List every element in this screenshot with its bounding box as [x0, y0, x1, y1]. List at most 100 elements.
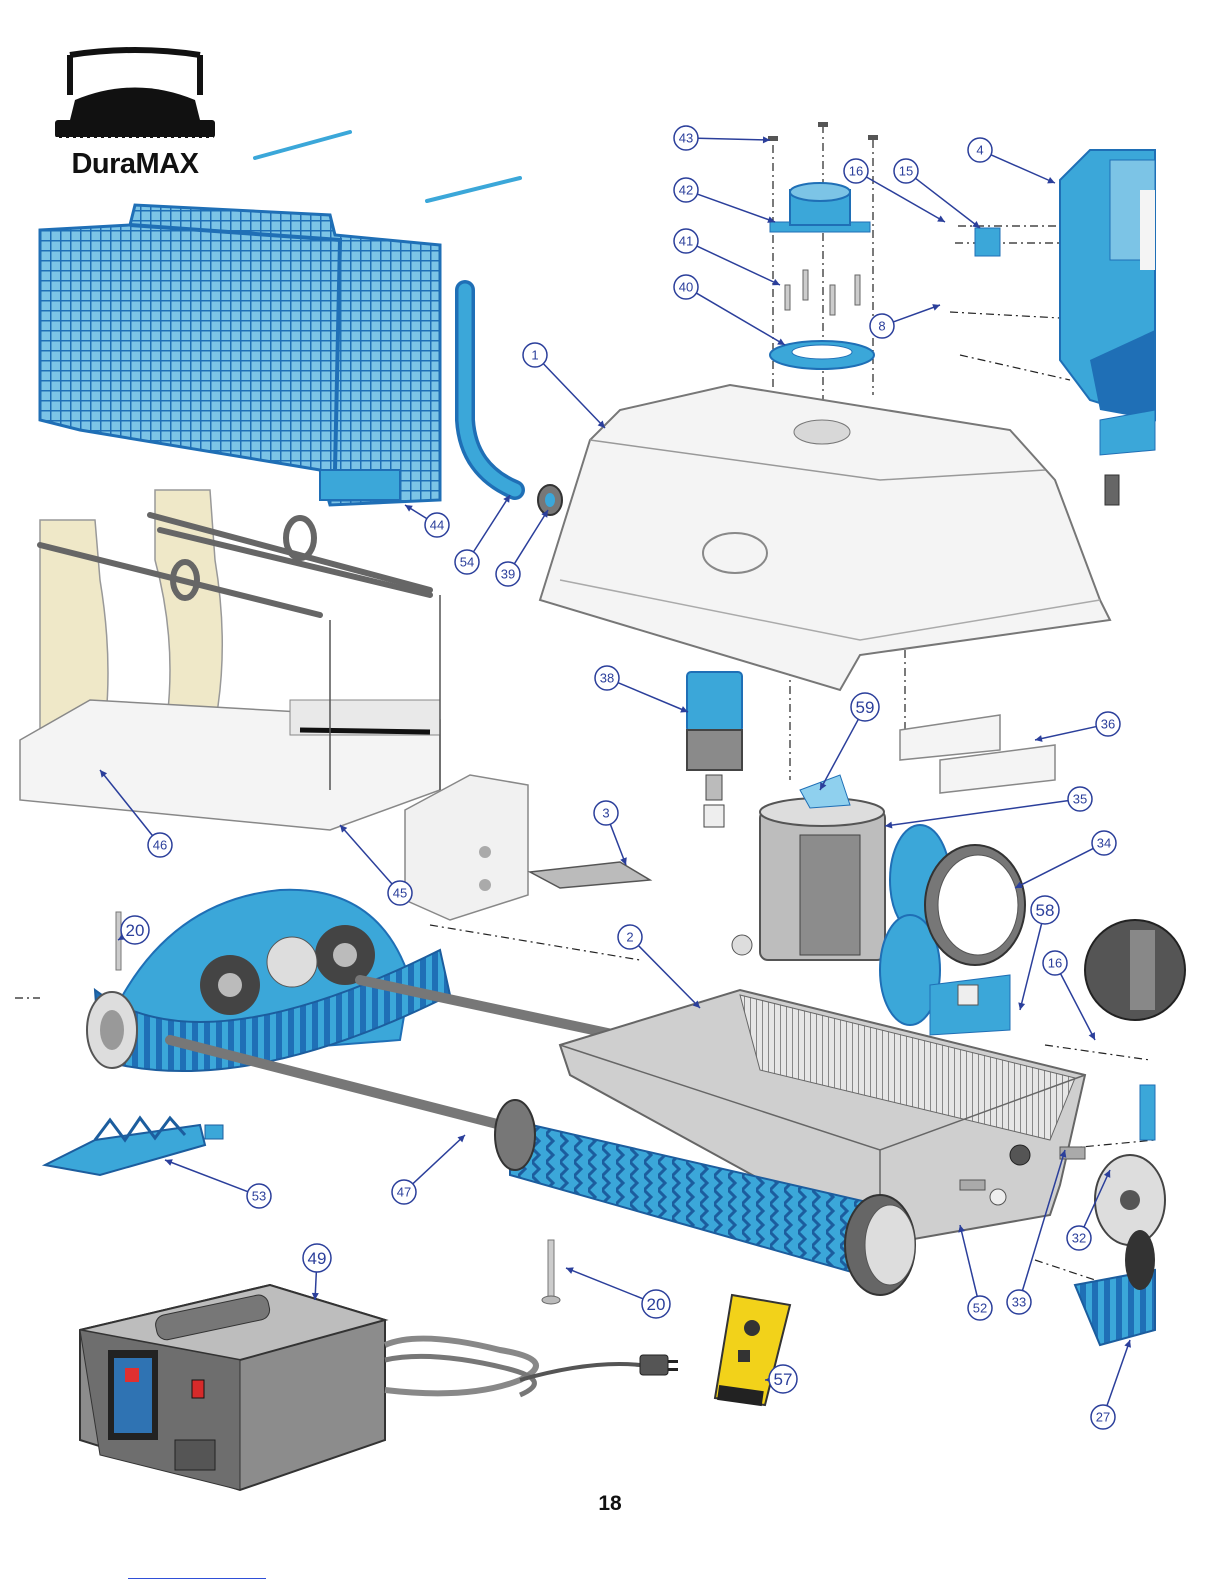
callout-label: 47: [397, 1185, 411, 1200]
callout-45: 45: [340, 825, 412, 905]
leader-line: [697, 194, 775, 222]
callout-label: 33: [1012, 1295, 1026, 1310]
callout-label: 40: [679, 280, 693, 295]
leader-arrowhead: [1124, 1340, 1131, 1348]
callout-label: 44: [430, 518, 444, 533]
callout-label: 45: [393, 886, 407, 901]
brand-logo: DuraMAX: [50, 40, 220, 190]
callout-59: 59: [820, 693, 879, 790]
callout-label: 38: [600, 671, 614, 686]
callout-43: 43: [674, 126, 770, 150]
callout-label: 32: [1072, 1231, 1086, 1246]
callout-label: 16: [849, 164, 863, 179]
callout-8: 8: [870, 304, 940, 338]
callout-52: 52: [958, 1225, 992, 1320]
callout-34: 34: [1015, 831, 1116, 888]
callout-35: 35: [885, 787, 1092, 829]
callout-label: 16: [1048, 956, 1062, 971]
filter-basket: [40, 205, 440, 505]
callout-49: 49: [303, 1244, 331, 1300]
leader-line: [543, 364, 605, 428]
leader-line: [340, 825, 392, 884]
leader-line: [991, 155, 1055, 183]
basket-rods: [255, 132, 520, 201]
callout-label: 41: [679, 234, 693, 249]
pump-motor: [687, 672, 742, 827]
callout-label: 42: [679, 183, 693, 198]
callout-3: 3: [594, 801, 627, 865]
callout-label: 2: [626, 930, 633, 945]
leader-line: [165, 1160, 248, 1192]
callout-label: 1: [531, 348, 538, 363]
roller-brush-small: [45, 1118, 223, 1175]
robot-cleaner-icon: [50, 40, 220, 150]
leader-line: [893, 305, 940, 322]
callout-label: 54: [460, 555, 474, 570]
brand-name: DuraMAX: [50, 148, 220, 181]
callout-36: 36: [1035, 712, 1120, 742]
callout-label: 53: [252, 1189, 266, 1204]
page-number: 18: [580, 1492, 640, 1516]
callout-20: 20: [118, 916, 149, 944]
callout-40: 40: [674, 275, 785, 345]
leader-line: [413, 1135, 465, 1184]
callout-54: 54: [455, 495, 510, 574]
callout-1: 1: [523, 343, 605, 428]
callout-label: 58: [1036, 901, 1055, 920]
leader-line: [696, 293, 785, 345]
leader-line: [1015, 848, 1093, 888]
callout-20: 20: [566, 1267, 670, 1318]
callout-label: 3: [602, 806, 609, 821]
callout-label: 39: [501, 567, 515, 582]
callout-label: 35: [1073, 792, 1087, 807]
callout-47: 47: [392, 1135, 465, 1204]
callout-label: 27: [1096, 1410, 1110, 1425]
callout-42: 42: [674, 178, 775, 223]
callout-label: 8: [878, 319, 885, 334]
callout-label: 4: [976, 143, 983, 158]
callout-38: 38: [595, 666, 688, 713]
pump-housing: [732, 775, 885, 960]
hose: [465, 290, 562, 515]
leader-line: [885, 801, 1068, 826]
callout-label: 46: [153, 838, 167, 853]
callout-label: 43: [679, 131, 693, 146]
robot-hood: [540, 385, 1110, 690]
callout-2: 2: [618, 925, 700, 1008]
leader-line: [698, 138, 770, 140]
callout-27: 27: [1091, 1340, 1131, 1429]
callout-label: 20: [126, 921, 145, 940]
leader-line: [618, 683, 688, 712]
leader-line: [1107, 1340, 1130, 1406]
leader-arrowhead: [1018, 1002, 1025, 1010]
callout-label: 52: [973, 1301, 987, 1316]
leader-line: [566, 1268, 643, 1299]
drive-motor: [880, 825, 1025, 1035]
callout-39: 39: [496, 510, 548, 586]
basket-frame: [20, 490, 528, 920]
callout-label: 57: [774, 1370, 793, 1389]
callout-label: 36: [1101, 717, 1115, 732]
bracket: [530, 862, 650, 888]
leader-arrowhead: [1035, 735, 1043, 742]
leader-line: [697, 246, 780, 285]
callout-label: 49: [308, 1249, 327, 1268]
floats: [900, 715, 1055, 793]
right-edge-parts: [1075, 920, 1185, 1345]
callout-label: 20: [647, 1295, 666, 1314]
callout-label: 34: [1097, 836, 1111, 851]
callout-label: 59: [856, 698, 875, 717]
power-supply: [80, 1285, 678, 1490]
leader-line: [960, 1225, 977, 1296]
leader-line: [514, 510, 548, 564]
footer-link-underline[interactable]: [128, 1578, 266, 1579]
leader-arrowhead: [972, 221, 980, 228]
leader-line: [916, 178, 980, 228]
leader-line: [638, 946, 700, 1008]
callout-53: 53: [165, 1159, 271, 1208]
leader-line: [1035, 727, 1096, 740]
callout-label: 15: [899, 164, 913, 179]
leader-line: [473, 495, 510, 552]
